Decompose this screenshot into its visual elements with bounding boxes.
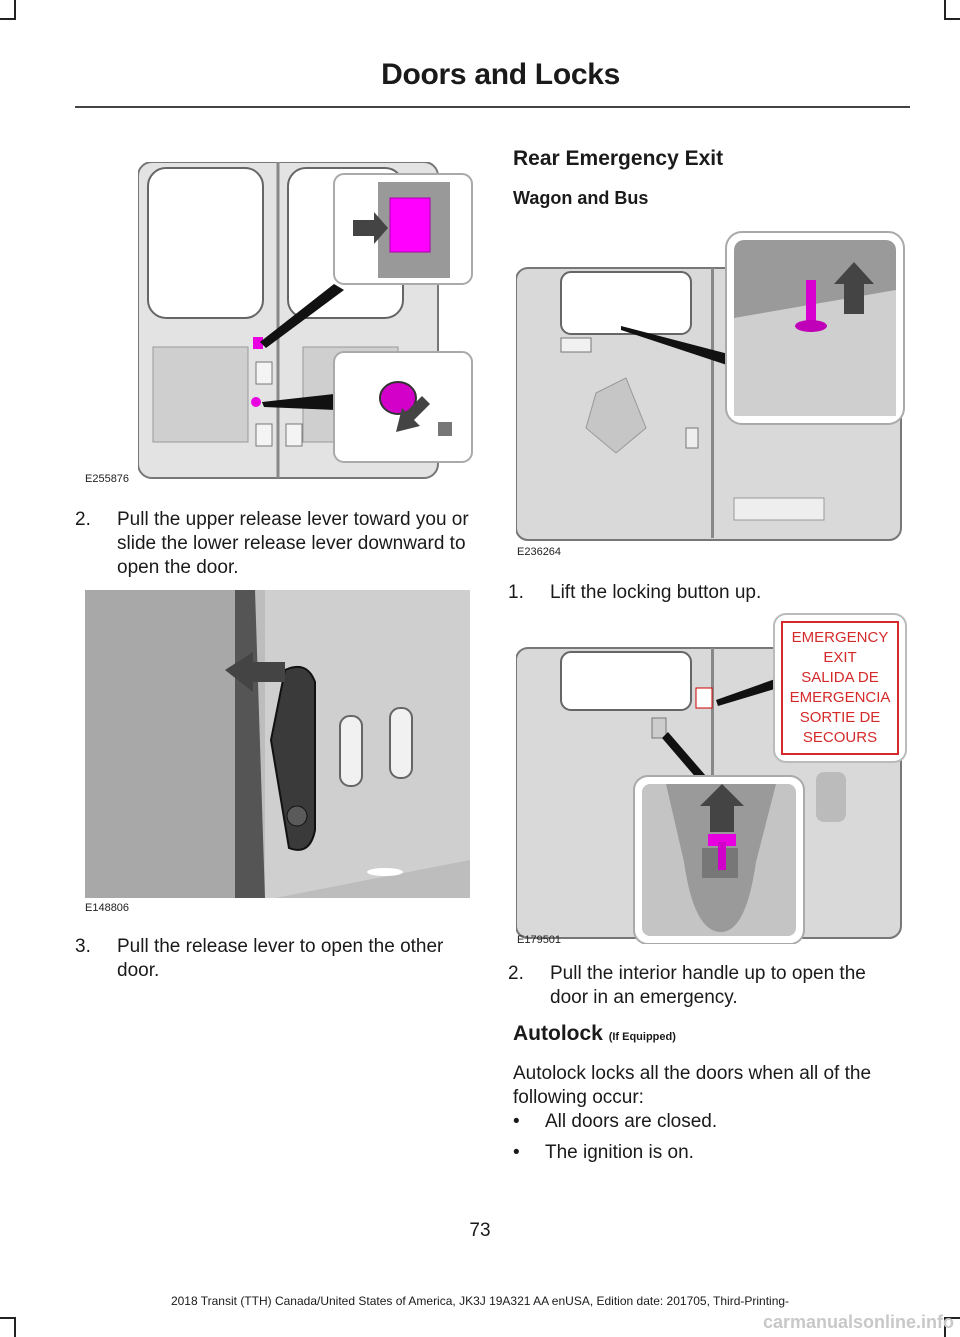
bullet-text: The ignition is on. [545,1142,694,1163]
subsection-title: Wagon and Bus [513,188,649,208]
bullet-text: All doors are closed. [545,1111,718,1132]
list-item: • The ignition is on. [513,1141,908,1165]
autolock-intro: Autolock locks all the doors when all of… [513,1063,872,1108]
page-footer: 2018 Transit (TTH) Canada/United States … [170,1294,790,1308]
step-text: Pull the interior handle up to open the … [550,963,866,1008]
step-1-right: 1. Lift the locking button up. [508,581,908,605]
crop-mark [0,18,16,20]
figure-id: E236264 [517,546,562,558]
sign-line: SECOURS [802,729,878,746]
bullet-dot: • [513,1111,520,1132]
crop-mark [944,18,960,20]
step-number: 3. [75,936,91,957]
figure-rear-doors-release-levers [138,162,478,482]
crop-mark [0,1317,16,1319]
crop-mark [944,1317,960,1319]
page-header-title: Doors and Locks [381,58,620,91]
figure-emergency-exit-handle: EMERGENCY EXIT SALIDA DE EMERGENCIA SORT… [516,612,908,944]
figure-locking-button [516,228,908,544]
step-2-left: 2. Pull the upper release lever toward y… [75,508,485,580]
sign-line: EMERGENCIA [789,689,891,706]
list-item: • All doors are closed. [513,1110,908,1134]
sign-line: EXIT [823,649,857,666]
step-number: 2. [75,509,91,530]
step-number: 1. [508,582,524,603]
step-text: Lift the locking button up. [550,582,762,603]
section-title: Rear Emergency Exit [513,147,724,170]
step-text: Pull the upper release lever toward you … [117,509,469,578]
step-text: Pull the release lever to open the other… [117,936,444,981]
watermark: carmanualsonline.info [762,1312,954,1332]
header-divider [75,106,910,108]
page-number: 73 [469,1220,491,1241]
crop-mark [944,1317,946,1337]
autolock-heading: Autolock (If Equipped) [513,1022,676,1046]
sign-line: SALIDA DE [801,669,879,686]
sign-line: EMERGENCY [791,629,889,646]
emergency-exit-sign: EMERGENCY EXIT SALIDA DE EMERGENCIA SORT… [782,622,898,754]
figure-release-lever [85,590,470,898]
autolock-qualifier: (If Equipped) [608,1031,676,1043]
sign-line: SORTIE DE [799,709,881,726]
step-3-left: 3. Pull the release lever to open the ot… [75,935,485,983]
crop-mark [14,0,16,20]
figure-id: E255876 [85,473,130,485]
figure-id: E179501 [517,934,562,946]
crop-mark [944,0,946,20]
crop-mark [14,1317,16,1337]
step-number: 2. [508,963,524,984]
figure-id: E148806 [85,902,130,914]
autolock-title: Autolock [513,1022,603,1045]
bullet-dot: • [513,1142,520,1163]
step-2-right: 2. Pull the interior handle up to open t… [508,962,908,1010]
